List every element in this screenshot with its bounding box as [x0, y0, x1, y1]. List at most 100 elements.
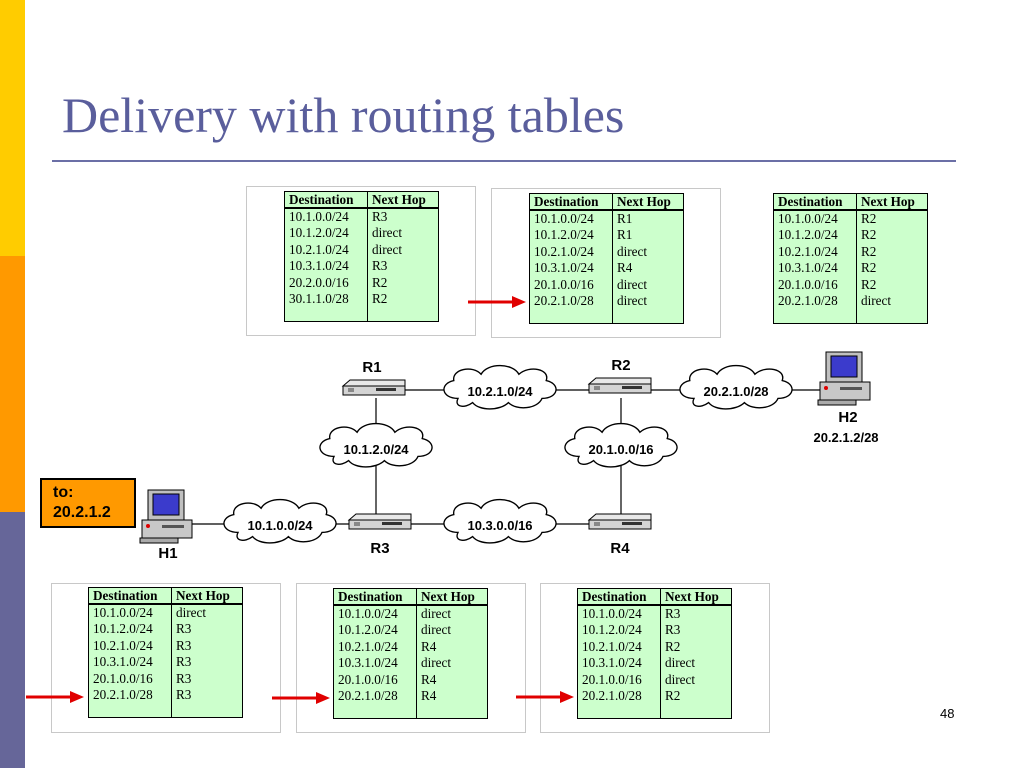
host-h2-address: 20.2.1.2/28 — [813, 430, 878, 445]
destination-callout: to: 20.2.1.2 — [40, 478, 136, 528]
destination-cell: 10.3.1.0/24 — [577, 655, 661, 672]
next-hop-cell: R2 — [856, 260, 928, 277]
destination-cell: 10.2.1.0/24 — [88, 637, 172, 655]
subnet-label-r3-r4: 10.3.0.0/16 — [467, 518, 532, 533]
destination-cell: 10.3.1.0/24 — [773, 260, 857, 277]
slide-title: Delivery with routing tables — [62, 87, 625, 143]
next-hop-cell: direct — [856, 293, 928, 325]
next-hop-cell: R2 — [856, 210, 928, 228]
page-number: 48 — [940, 706, 955, 721]
destination-cell: 10.2.1.0/24 — [333, 638, 417, 656]
next-hop-header: Next Hop — [612, 193, 684, 211]
host-h1-label: H1 — [158, 545, 177, 562]
next-hop-cell: direct — [416, 622, 488, 639]
destination-cell: 10.1.0.0/24 — [529, 210, 613, 228]
next-hop-cell: R2 — [856, 227, 928, 244]
destination-cell: 20.1.0.0/16 — [88, 670, 172, 688]
host-h1-computer-icon — [139, 489, 193, 544]
destination-header: Destination — [284, 191, 368, 209]
next-hop-cell: direct — [367, 241, 439, 259]
next-hop-cell: R2 — [856, 243, 928, 261]
next-hop-cell: direct — [660, 655, 732, 672]
next-hop-cell: direct — [612, 293, 684, 325]
subnet-label-h1-r3: 10.1.0.0/24 — [247, 518, 313, 533]
next-hop-header: Next Hop — [171, 587, 243, 605]
next-hop-header: Next Hop — [856, 193, 928, 211]
destination-cell: 10.2.1.0/24 — [577, 638, 661, 656]
destination-header: Destination — [773, 193, 857, 211]
destination-cell: 20.2.1.0/28 — [773, 293, 857, 325]
accent-bar-yellow — [0, 0, 25, 256]
destination-header: Destination — [529, 193, 613, 211]
destination-cell: 10.1.2.0/24 — [88, 621, 172, 638]
destination-cell: 10.2.1.0/24 — [284, 241, 368, 259]
next-hop-cell: direct — [612, 243, 684, 261]
next-hop-cell: direct — [416, 605, 488, 623]
next-hop-header: Next Hop — [660, 588, 732, 606]
destination-cell: 20.1.0.0/16 — [333, 671, 417, 689]
next-hop-header: Next Hop — [367, 191, 439, 209]
router-r1-icon — [342, 379, 406, 396]
next-hop-cell: R3 — [171, 637, 243, 655]
next-hop-cell: R2 — [856, 276, 928, 294]
next-hop-cell: R4 — [416, 688, 488, 720]
next-hop-cell: R3 — [660, 605, 732, 623]
next-hop-cell: direct — [416, 655, 488, 672]
destination-cell: 10.2.1.0/24 — [529, 243, 613, 261]
next-hop-cell: R4 — [612, 260, 684, 277]
router-r3-icon — [348, 513, 412, 530]
next-hop-cell: R4 — [416, 638, 488, 656]
destination-cell: 10.1.0.0/24 — [88, 604, 172, 622]
next-hop-cell: R3 — [171, 670, 243, 688]
destination-cell: 20.1.0.0/16 — [773, 276, 857, 294]
destination-cell: 10.1.0.0/24 — [333, 605, 417, 623]
destination-cell: 30.1.1.0/28 — [284, 291, 368, 323]
destination-cell: 10.1.0.0/24 — [773, 210, 857, 228]
destination-cell: 20.2.1.0/28 — [333, 688, 417, 720]
destination-cell: 10.1.0.0/24 — [284, 208, 368, 226]
next-hop-cell: R3 — [171, 654, 243, 671]
subnet-label-r2-r4: 20.1.0.0/16 — [588, 442, 653, 457]
destination-header: Destination — [577, 588, 661, 606]
host-h2-computer-icon — [817, 351, 871, 406]
destination-cell: 20.1.0.0/16 — [577, 671, 661, 689]
subnet-label-r1-r3: 10.1.2.0/24 — [343, 442, 409, 457]
next-hop-cell: R1 — [612, 210, 684, 228]
destination-cell: 10.1.2.0/24 — [529, 227, 613, 244]
accent-bar-purple — [0, 512, 25, 768]
destination-cell: 10.3.1.0/24 — [88, 654, 172, 671]
next-hop-cell: R3 — [171, 687, 243, 719]
next-hop-cell: direct — [367, 225, 439, 242]
